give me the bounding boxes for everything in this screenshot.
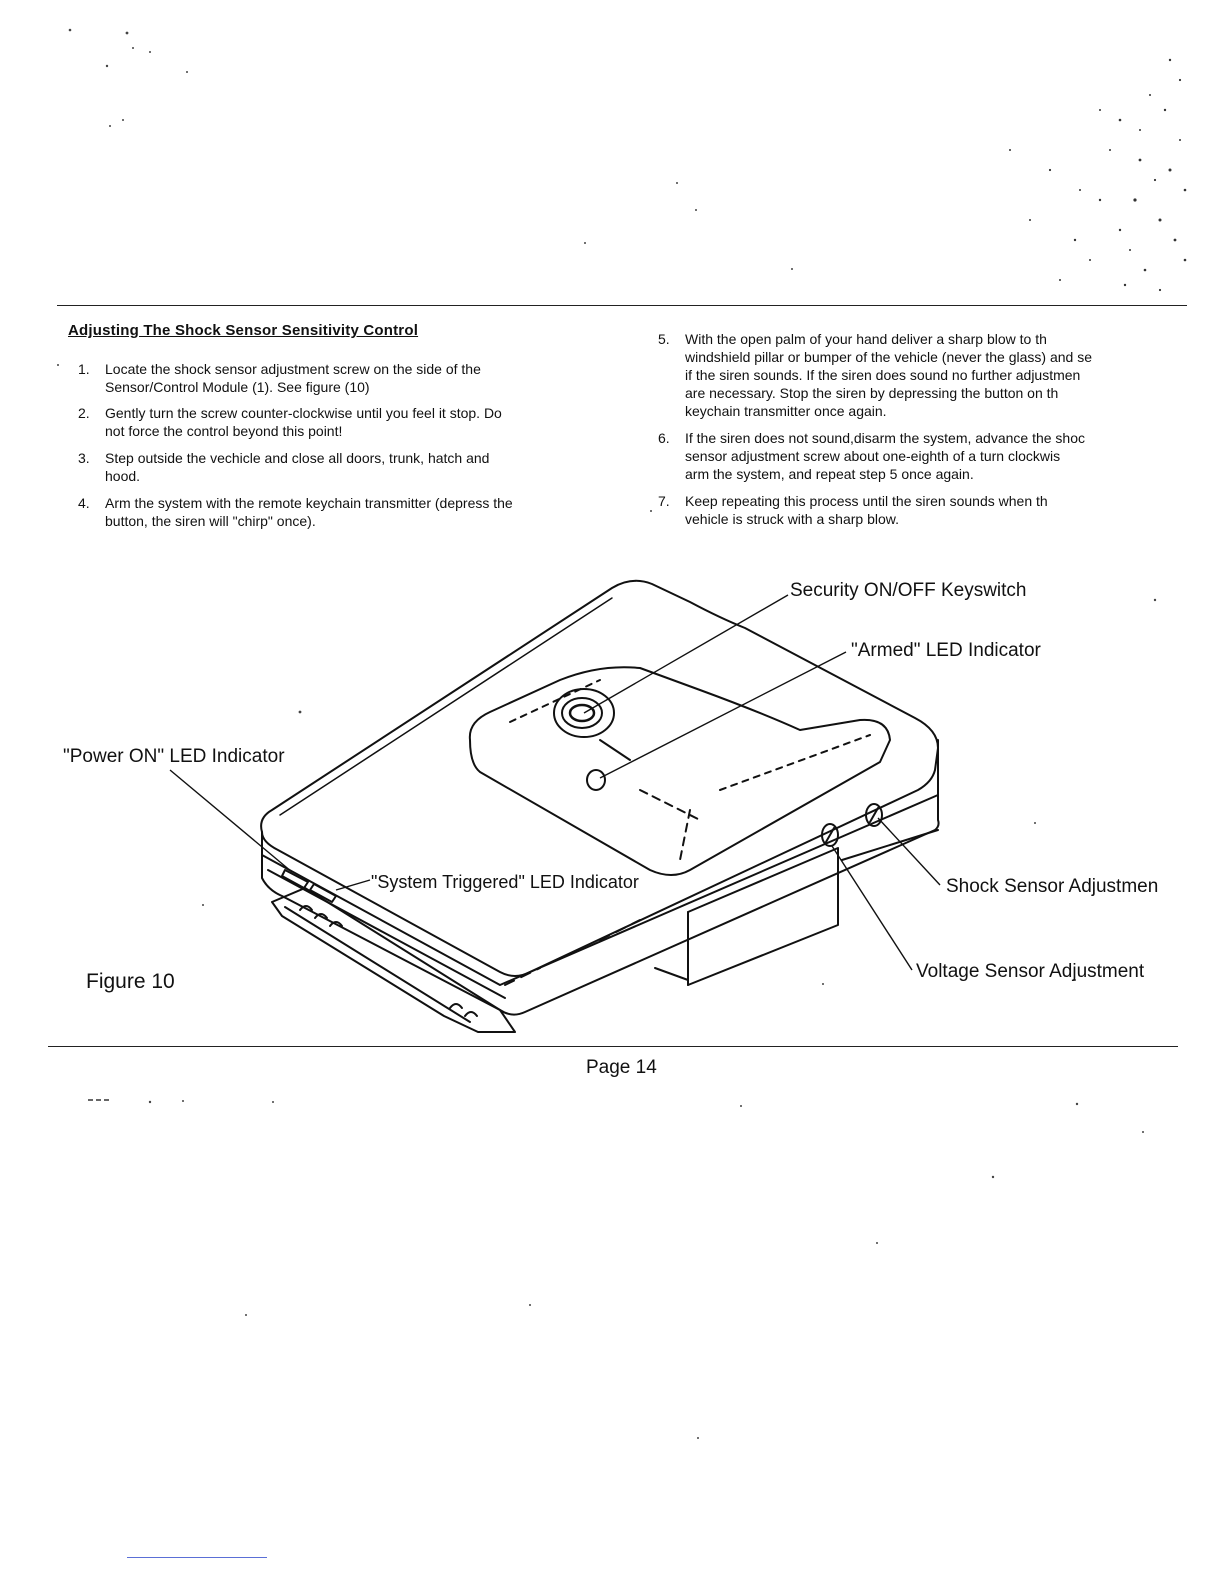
step-line: windshield pillar or bumper of the vehic… (685, 349, 1092, 365)
step-line: Arm the system with the remote keychain … (105, 495, 513, 511)
bracket-top-edge (841, 829, 939, 861)
left-steps-list: 1. Locate the shock sensor adjustment sc… (78, 360, 618, 530)
step-text: If the siren does not sound,disarm the s… (685, 429, 1186, 483)
step-number: 3. (78, 450, 90, 466)
step-7: 7. Keep repeating this process until the… (658, 492, 1186, 528)
keyswitch-panel (468, 666, 891, 876)
link-underline-mark (127, 1557, 267, 1558)
leader-triggered-led (335, 879, 371, 891)
plate-slot (299, 905, 313, 911)
shock-screw-slot (869, 807, 879, 823)
hidden-line (504, 967, 541, 986)
housing-lower-body (261, 739, 940, 1016)
leader-armed-led (599, 651, 847, 779)
speckle-cluster-top-right (1009, 58, 1187, 292)
top-rule (57, 305, 1187, 306)
section-heading: Adjusting The Shock Sensor Sensitivity C… (68, 322, 419, 339)
step-number: 4. (78, 495, 90, 511)
plate-slot (314, 913, 328, 919)
step-line: Gently turn the screw counter-clockwise … (105, 405, 502, 421)
callout-triggered-led: "System Triggered" LED Indicator (371, 872, 639, 892)
step-3: 3. Step outside the vechicle and close a… (78, 449, 618, 485)
step-text: Arm the system with the remote keychain … (105, 494, 618, 530)
step-text: Step outside the vechicle and close all … (105, 449, 618, 485)
armed-led (586, 769, 606, 791)
step-5: 5. With the open palm of your hand deliv… (658, 330, 1186, 420)
step-line: Step outside the vechicle and close all … (105, 450, 490, 466)
step-line: hood. (105, 468, 141, 484)
step-line: Locate the shock sensor adjustment screw… (105, 361, 481, 377)
step-number: 1. (78, 361, 90, 377)
step-4: 4. Arm the system with the remote keycha… (78, 494, 618, 530)
step-line: With the open palm of your hand deliver … (685, 331, 1047, 347)
housing-base-edge (267, 869, 506, 999)
step-number: 6. (658, 430, 670, 446)
power-on-led (281, 869, 309, 889)
left-steps-column: 1. Locate the shock sensor adjustment sc… (78, 360, 618, 539)
callout-voltage-adjustment: Voltage Sensor Adjustment (916, 961, 1145, 982)
panel-detail-line (599, 739, 631, 761)
housing-top-surface (260, 579, 939, 977)
step-2: 2. Gently turn the screw counter-clockwi… (78, 404, 618, 440)
keyswitch-ring (561, 697, 603, 729)
panel-dashed-edge (509, 679, 601, 723)
step-line: button, the siren will "chirp" once). (105, 513, 316, 529)
panel-dashed-edge (719, 734, 871, 791)
step-line: arm the system, and repeat step 5 once a… (685, 466, 974, 482)
figure-caption: Figure 10 (86, 970, 175, 993)
callout-keyswitch: Security ON/OFF Keyswitch (790, 580, 1027, 601)
step-line: are necessary. Stop the siren by depress… (685, 385, 1059, 401)
step-text: With the open palm of your hand deliver … (685, 330, 1186, 420)
step-1: 1. Locate the shock sensor adjustment sc… (78, 360, 618, 396)
step-line: vehicle is struck with a sharp blow. (685, 511, 899, 527)
keyswitch-outer (553, 688, 615, 738)
right-steps-list: 5. With the open palm of your hand deliv… (658, 330, 1186, 528)
step-line: Sensor/Control Module (1). See figure (1… (105, 379, 370, 395)
mounting-bracket (687, 847, 839, 986)
step-line: if the siren sounds. If the siren does s… (685, 367, 1081, 383)
voltage-screw-slot (825, 827, 835, 843)
sensor-module-illustration (169, 579, 941, 1033)
plate-slot (464, 1011, 478, 1017)
panel-dashed-edge (679, 809, 691, 861)
step-line: Keep repeating this process until the si… (685, 493, 1048, 509)
step-line: If the siren does not sound,disarm the s… (685, 430, 1085, 446)
mounting-plate-edge (284, 906, 471, 1023)
step-number: 7. (658, 493, 670, 509)
right-steps-column: 5. With the open palm of your hand deliv… (658, 330, 1186, 537)
plate-slot (329, 921, 343, 927)
leader-keyswitch (583, 594, 789, 714)
housing-seam (261, 794, 939, 986)
step-6: 6. If the siren does not sound,disarm th… (658, 429, 1186, 483)
bottom-rule (48, 1046, 1178, 1047)
step-text: Gently turn the screw counter-clockwise … (105, 404, 618, 440)
page-number: Page 14 (586, 1057, 657, 1078)
leader-power-led (169, 769, 293, 873)
step-line: keychain transmitter once again. (685, 403, 887, 419)
callout-armed-led: "Armed" LED Indicator (851, 640, 1041, 661)
step-number: 5. (658, 331, 670, 347)
shock-adjustment-screw (865, 803, 883, 827)
plate-slot (449, 1003, 463, 1009)
callout-shock-adjustment: Shock Sensor Adjustmen (946, 876, 1159, 897)
callout-power-led: "Power ON" LED Indicator (63, 746, 285, 767)
housing-top-edge (279, 597, 613, 816)
step-line: not force the control beyond this point! (105, 423, 343, 439)
bracket-foot (654, 967, 689, 981)
voltage-adjustment-screw (821, 823, 839, 847)
system-triggered-led (309, 883, 337, 903)
step-text: Locate the shock sensor adjustment screw… (105, 360, 618, 396)
step-line: sensor adjustment screw about one-eighth… (685, 448, 1061, 464)
keyswitch-keyhole (568, 703, 596, 723)
hidden-line (599, 919, 641, 941)
leader-voltage-adjustment (831, 845, 913, 971)
panel-dashed-edge (639, 789, 701, 821)
step-number: 2. (78, 405, 90, 421)
leader-shock-adjustment (877, 817, 941, 886)
step-text: Keep repeating this process until the si… (685, 492, 1186, 528)
